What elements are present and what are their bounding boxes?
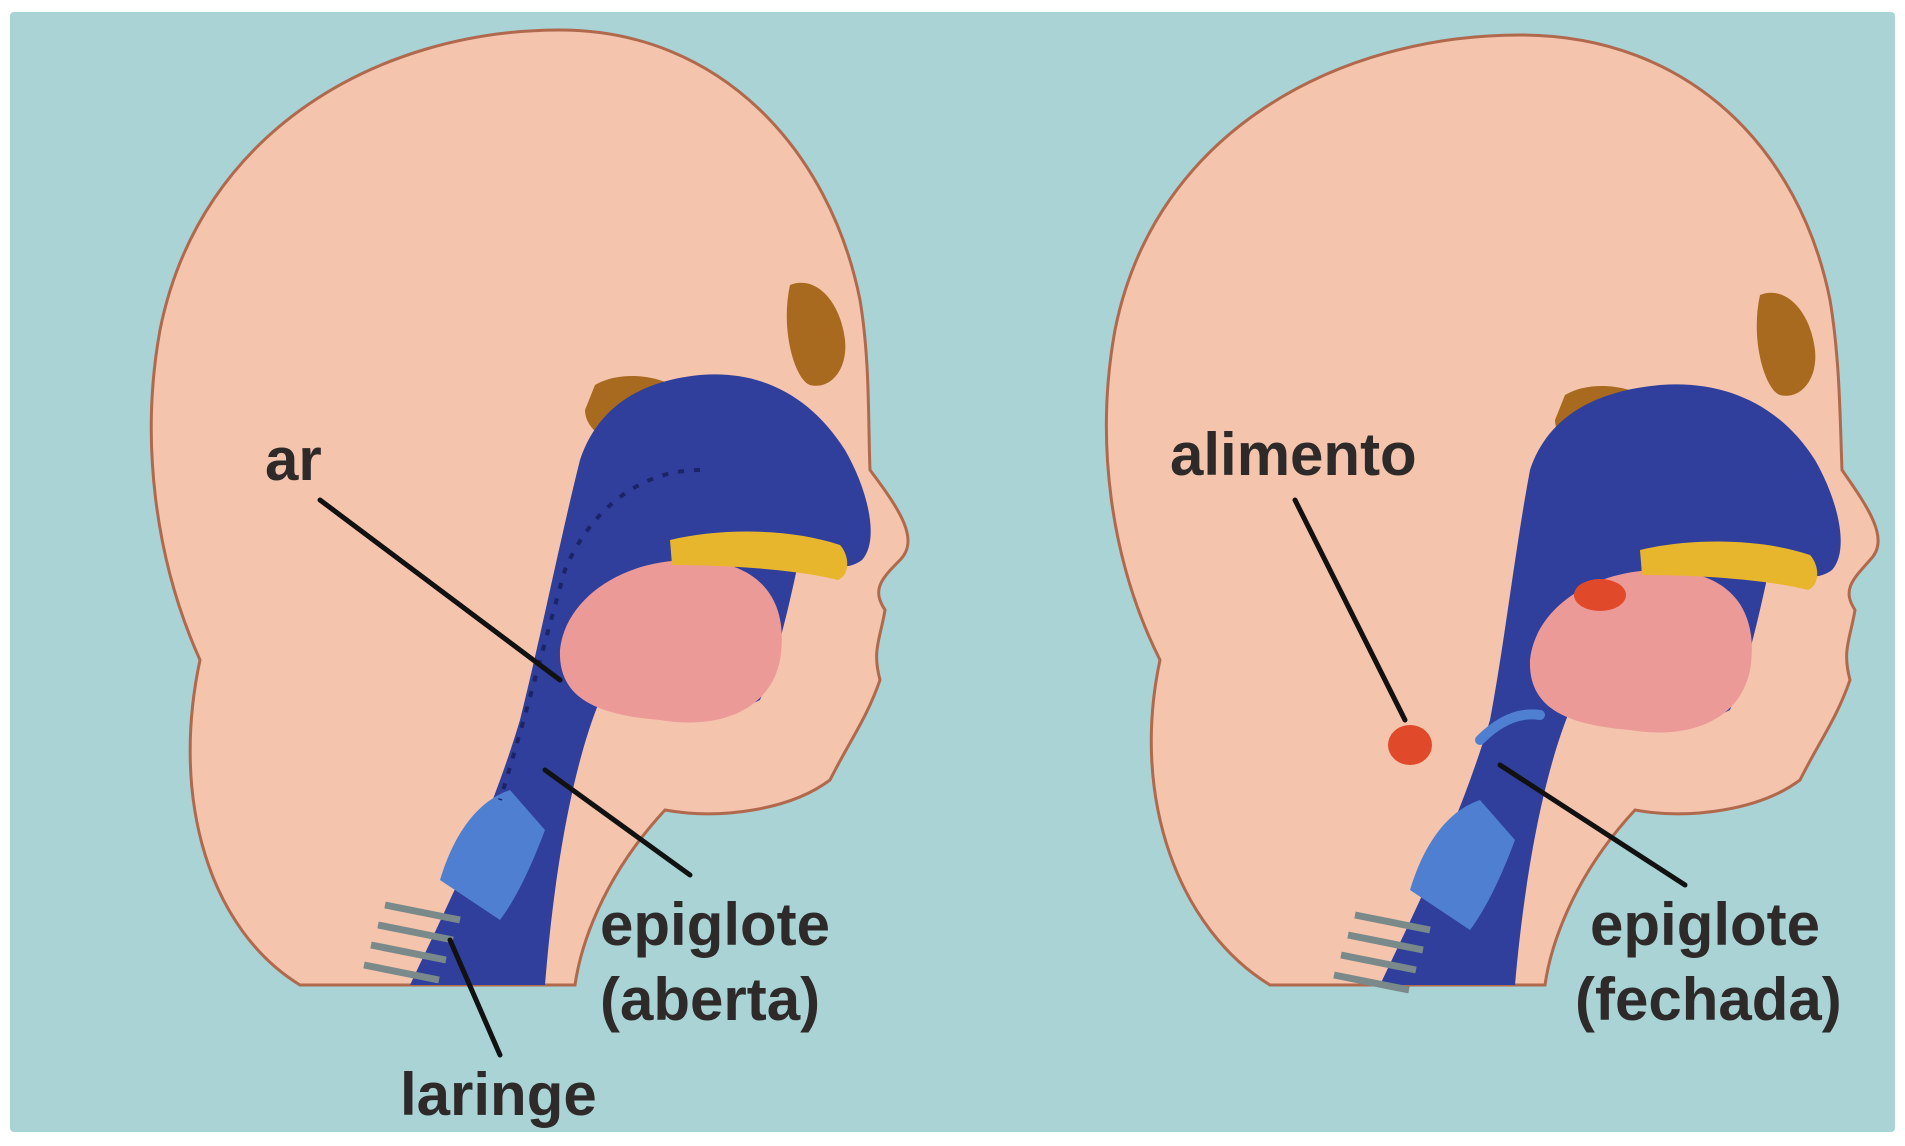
label-air: ar <box>265 426 322 493</box>
food-bolus-mouth <box>1574 579 1626 611</box>
food-bolus-throat <box>1388 725 1432 765</box>
label-epiglottis-state-left: (aberta) <box>600 966 820 1033</box>
label-epiglottis-left: epiglote <box>600 891 830 958</box>
label-food: alimento <box>1170 421 1417 488</box>
label-epiglottis-state-right: (fechada) <box>1575 966 1842 1033</box>
label-epiglottis-right: epiglote <box>1590 891 1820 958</box>
label-larynx: laringe <box>400 1061 597 1128</box>
